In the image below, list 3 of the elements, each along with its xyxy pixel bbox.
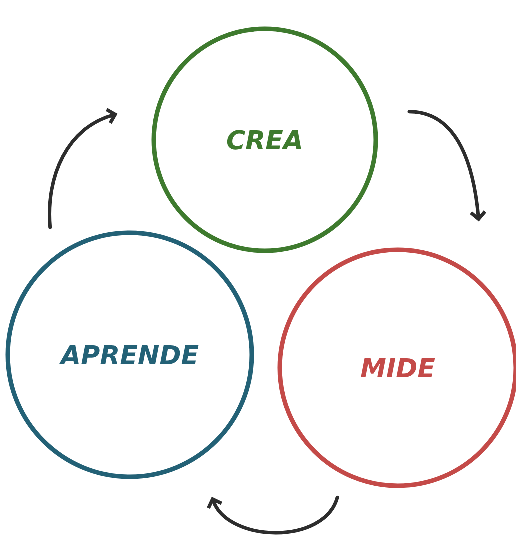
arrow xyxy=(408,110,487,222)
arrow xyxy=(48,108,118,230)
arrow xyxy=(207,496,340,535)
